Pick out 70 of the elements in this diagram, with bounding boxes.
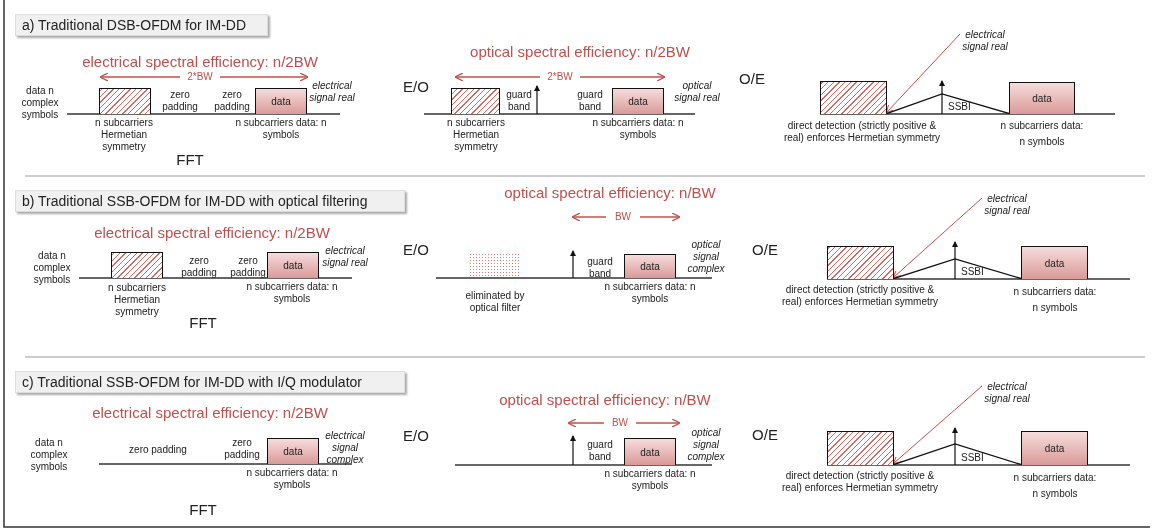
caption-text: n subcarriers data: n symbols (1012, 285, 1098, 315)
spectrum-label: data n complex symbols (32, 250, 72, 286)
spectrum-label: data n complex symbols (29, 437, 69, 473)
caption-text: direct detection (strictly positive & real) enforces Hermetian symmetry (780, 284, 940, 308)
section-heading: b) Traditional SSB-OFDM for IM-DD with optical filtering (15, 190, 405, 212)
caption-text: n subcarriers Hermetian symmetry (446, 117, 506, 153)
hatched-band (99, 88, 151, 114)
caption-text: n subcarriers data: n symbols (234, 117, 328, 141)
spectrum-label: zero padding (161, 89, 199, 113)
stage-label: E/O (402, 78, 430, 96)
spectrum-label: zero padding (128, 444, 188, 456)
spectrum-label: zero padding (223, 437, 261, 461)
spectrum-label: guard band (586, 439, 614, 463)
caption-text: n subcarriers data: n symbols (591, 117, 685, 141)
data-band: data (255, 88, 307, 114)
caption-text: direct detection (strictly positive & real) enforces Hermetian symmetry (780, 470, 940, 494)
signal-note: electrical signal real (308, 80, 356, 104)
hatched-band (451, 88, 500, 114)
spectrum-label: zero padding (180, 255, 218, 279)
efficiency-heading: electrical spectral efficiency: n/2BW (94, 224, 330, 242)
signal-note: electrical signal real (982, 186, 1032, 224)
caption-text: eliminated by optical filter (464, 290, 526, 314)
caption-text: n subcarriers data: n symbols (1012, 471, 1098, 501)
stage-label: O/E (751, 241, 779, 259)
caption-text: n subcarriers data: n symbols (603, 468, 697, 492)
signal-note: optical signal complex (686, 427, 726, 463)
caption-text: n subcarriers data: n symbols (245, 467, 339, 491)
efficiency-heading: optical spectral efficiency: n/BW (504, 184, 716, 202)
stage-label: FFT (188, 501, 218, 519)
hatched-band (827, 246, 894, 279)
efficiency-heading: electrical spectral efficiency: n/2BW (82, 53, 318, 71)
signal-note: optical signal real (673, 80, 721, 104)
stage-label: E/O (402, 427, 430, 445)
spectrum-label: guard band (576, 89, 604, 113)
caption-text: n subcarriers data: n symbols (603, 281, 697, 305)
caption-text: direct detection (strictly positive & real) enforces Hermetian symmetry (782, 120, 942, 144)
signal-note: electrical signal complex (324, 430, 366, 466)
efficiency-heading: optical spectral efficiency: n/BW (499, 391, 711, 409)
caption-text: n subcarriers data: n symbols (245, 281, 339, 305)
stage-label: O/E (738, 70, 766, 88)
signal-note: optical signal complex (686, 239, 726, 275)
data-band: data (624, 254, 676, 278)
caption-text: n subcarriers Hermetian symmetry (94, 117, 154, 153)
data-band: data (267, 252, 319, 278)
hatched-band (827, 431, 894, 465)
signal-note: electrical signal real (960, 22, 1010, 60)
section-heading: a) Traditional DSB-OFDM for IM-DD (15, 14, 268, 36)
data-band: data (267, 438, 319, 464)
spectrum-label: data n complex symbols (20, 85, 60, 121)
caption-text: n subcarriers data: n symbols (999, 119, 1085, 149)
stage-label: FFT (175, 151, 205, 169)
stage-label: FFT (188, 314, 218, 332)
signal-note: electrical signal real (321, 245, 369, 269)
bandwidth-label: 2*BW (180, 71, 220, 83)
data-band: data (1021, 246, 1088, 279)
data-band: data (624, 438, 676, 465)
efficiency-heading: optical spectral efficiency: n/2BW (470, 43, 690, 61)
stage-label: E/O (402, 241, 430, 259)
spectrum-label: guard band (505, 89, 533, 113)
stage-label: O/E (751, 426, 779, 444)
section-heading: c) Traditional SSB-OFDM for IM-DD with I/Q modulator (15, 371, 405, 393)
spectrum-label: zero padding (213, 89, 251, 113)
data-band: data (1009, 82, 1075, 114)
efficiency-heading: electrical spectral efficiency: n/2BW (92, 404, 328, 422)
caption-text: n subcarriers Hermetian symmetry (107, 282, 167, 318)
data-band: data (1021, 431, 1088, 465)
signal-note: electrical signal real (982, 374, 1032, 412)
hatched-band (111, 252, 163, 278)
hatched-band (820, 81, 887, 114)
data-band: data (612, 88, 664, 114)
